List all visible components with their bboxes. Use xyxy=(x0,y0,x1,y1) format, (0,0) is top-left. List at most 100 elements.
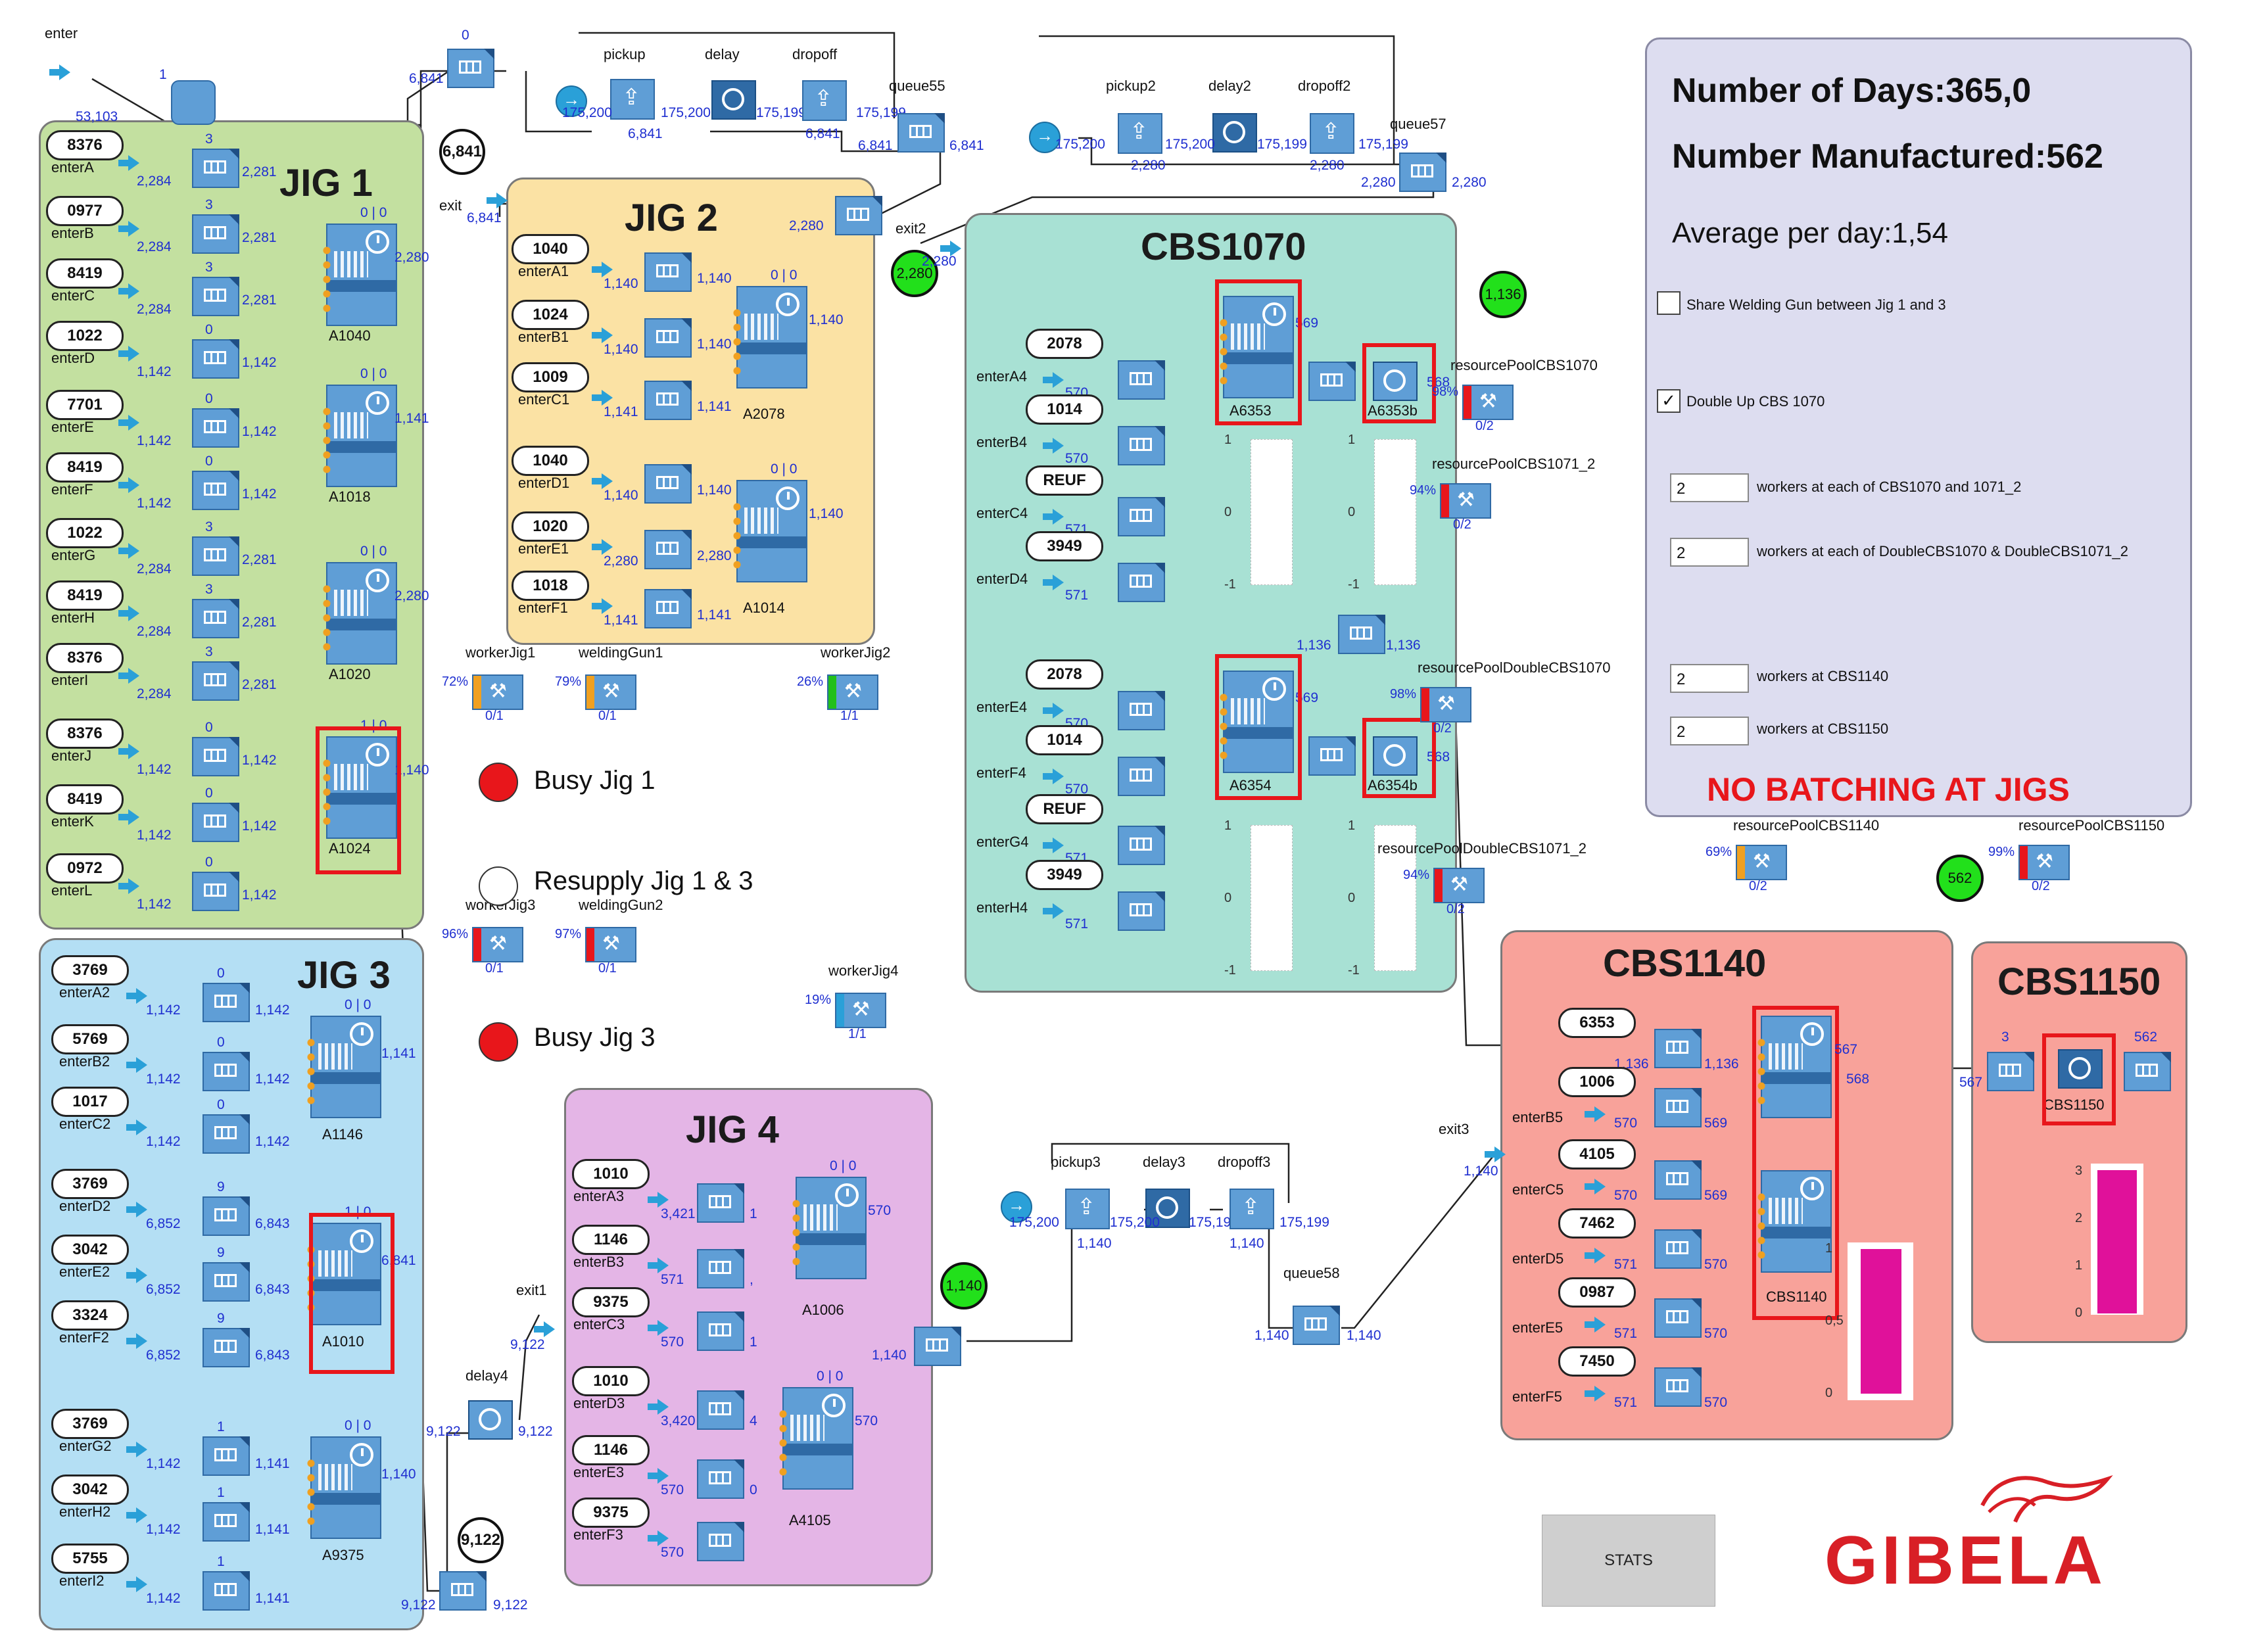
cbs1070-enter-arrow-icon-6[interactable] xyxy=(1043,838,1064,853)
cbs1070-queue-0[interactable] xyxy=(1118,360,1165,400)
jig1-queue-1[interactable] xyxy=(192,214,239,254)
cbs1070-enter-arrow-icon-2[interactable] xyxy=(1043,509,1064,525)
jig1-enter-arrow-icon-3[interactable] xyxy=(118,346,139,362)
pool-workerJig2-icon[interactable] xyxy=(827,674,878,710)
jig2-enter-arrow-icon-5[interactable] xyxy=(592,598,613,614)
jig1-queue-3[interactable] xyxy=(192,339,239,379)
jig1-enter-arrow-icon-9[interactable] xyxy=(118,743,139,759)
cbs1140-enter-arrow-icon-2[interactable] xyxy=(1585,1179,1606,1194)
jig1-enter-arrow-icon-0[interactable] xyxy=(118,155,139,171)
jig4-out-queue[interactable] xyxy=(914,1327,961,1366)
pool-workerJig1-icon[interactable] xyxy=(472,674,523,710)
jig4-enter-arrow-icon-0[interactable] xyxy=(648,1192,669,1208)
pool-weldingGun2-icon[interactable] xyxy=(585,927,636,962)
jig2-queue-5[interactable] xyxy=(644,589,692,628)
cbs1140-enter-arrow-icon-5[interactable] xyxy=(1585,1386,1606,1402)
jig3-enter-arrow-icon-5[interactable] xyxy=(126,1333,147,1349)
cbs1140-enter-arrow-icon-4[interactable] xyxy=(1585,1317,1606,1333)
jig3-enter-arrow-icon-0[interactable] xyxy=(126,988,147,1004)
workers-cbs1140-input[interactable]: 2 xyxy=(1670,664,1749,693)
jig1-enter-arrow-icon-5[interactable] xyxy=(118,477,139,493)
jig4-enter-arrow-icon-4[interactable] xyxy=(648,1468,669,1484)
cbs1070-enter-arrow-icon-1[interactable] xyxy=(1043,438,1064,454)
pool-workerJig3-icon[interactable] xyxy=(472,927,523,962)
cbs1070-transfer-queue-0[interactable] xyxy=(1308,362,1356,401)
jig4-queue-3[interactable] xyxy=(697,1390,744,1430)
cbs1070-queue-3[interactable] xyxy=(1118,563,1165,602)
top-queue[interactable] xyxy=(447,49,494,88)
jig2-queue-2[interactable] xyxy=(644,381,692,420)
cbs1140-queue-2[interactable] xyxy=(1654,1160,1702,1200)
jig1-queue-10[interactable] xyxy=(192,803,239,842)
cbs1070-combiner-1[interactable] xyxy=(1219,671,1294,773)
pickup-source-icon[interactable] xyxy=(556,85,587,117)
jig1-combiner-0[interactable] xyxy=(322,224,397,326)
cbs1070-queue-5[interactable] xyxy=(1118,757,1165,796)
exit3-arrow-icon[interactable] xyxy=(1485,1146,1506,1162)
dropoff3-block[interactable] xyxy=(1229,1189,1274,1229)
jig1-queue-5[interactable] xyxy=(192,471,239,510)
exit1-arrow-icon[interactable] xyxy=(534,1321,555,1337)
double-up-checkbox[interactable]: ✓ xyxy=(1657,389,1681,413)
enter-arrow-icon[interactable] xyxy=(49,64,70,80)
cbs1070-enter-arrow-icon-5[interactable] xyxy=(1043,768,1064,784)
jig2-queue-3[interactable] xyxy=(644,464,692,504)
exit2-arrow-icon[interactable] xyxy=(940,241,961,256)
pickup2-block[interactable] xyxy=(1118,113,1162,154)
jig4-combiner-1[interactable] xyxy=(778,1387,853,1490)
jig3-queue-5[interactable] xyxy=(203,1328,250,1367)
cbs1070-transfer-queue-1[interactable] xyxy=(1308,736,1356,776)
jig3-queue-1[interactable] xyxy=(203,1052,250,1091)
cbs1070-queue-4[interactable] xyxy=(1118,691,1165,730)
jig3-queue-0[interactable] xyxy=(203,983,250,1022)
cbs1140-queue-3[interactable] xyxy=(1654,1229,1702,1269)
jig2-enter-arrow-icon-3[interactable] xyxy=(592,473,613,489)
jig3-enter-arrow-icon-2[interactable] xyxy=(126,1120,147,1135)
cbs1070-delay-0[interactable] xyxy=(1373,362,1418,401)
jig2-out-queue[interactable] xyxy=(835,196,882,235)
delay2-block[interactable] xyxy=(1212,113,1257,153)
cbs1150-delay[interactable] xyxy=(2058,1049,2103,1089)
jig2-enter-arrow-icon-1[interactable] xyxy=(592,327,613,343)
cbs1070-queue-6[interactable] xyxy=(1118,826,1165,865)
jig3-enter-arrow-icon-3[interactable] xyxy=(126,1202,147,1217)
jig1-queue-8[interactable] xyxy=(192,661,239,701)
pool-double1070-icon[interactable] xyxy=(1420,687,1471,722)
jig2-enter-arrow-icon-0[interactable] xyxy=(592,262,613,277)
jig1-queue-6[interactable] xyxy=(192,536,239,576)
cbs1070-queue-7[interactable] xyxy=(1118,891,1165,931)
cbs1140-combiner-b[interactable] xyxy=(1757,1170,1832,1273)
cbs1070-enter-arrow-icon-7[interactable] xyxy=(1043,903,1064,919)
jig1-queue-9[interactable] xyxy=(192,737,239,776)
cbs1070-enter-arrow-icon-3[interactable] xyxy=(1043,575,1064,590)
jig3-enter-arrow-icon-7[interactable] xyxy=(126,1507,147,1523)
cbs1070-queue-2[interactable] xyxy=(1118,497,1165,536)
cbs1140-enter-arrow-icon-3[interactable] xyxy=(1585,1248,1606,1263)
pool-cbs1070-icon[interactable] xyxy=(1462,385,1514,420)
pool-double1071_2-icon[interactable] xyxy=(1433,868,1485,903)
queue55-block[interactable] xyxy=(897,113,945,153)
jig4-combiner-0[interactable] xyxy=(792,1177,867,1279)
cbs1140-queue-1[interactable] xyxy=(1654,1088,1702,1127)
jig1-enter-arrow-icon-6[interactable] xyxy=(118,543,139,559)
jig2-enter-arrow-icon-4[interactable] xyxy=(592,539,613,555)
pool-weldingGun1-icon[interactable] xyxy=(585,674,636,710)
jig3-enter-arrow-icon-6[interactable] xyxy=(126,1442,147,1457)
pickup3-source-icon[interactable] xyxy=(1001,1191,1032,1223)
jig1-queue-11[interactable] xyxy=(192,872,239,911)
jig2-queue-0[interactable] xyxy=(644,252,692,292)
jig3-queue-7[interactable] xyxy=(203,1502,250,1542)
jig1-enter-arrow-icon-10[interactable] xyxy=(118,809,139,825)
jig4-enter-arrow-icon-5[interactable] xyxy=(648,1530,669,1546)
cbs1070-delay-1[interactable] xyxy=(1373,736,1418,776)
queue58-block[interactable] xyxy=(1293,1306,1340,1345)
jig1-enter-arrow-icon-7[interactable] xyxy=(118,605,139,621)
jig2-combiner-0[interactable] xyxy=(732,286,807,389)
jig1-queue-2[interactable] xyxy=(192,277,239,316)
cbs1070-enter-arrow-icon-4[interactable] xyxy=(1043,703,1064,719)
pickup2-source-icon[interactable] xyxy=(1029,122,1061,153)
jig4-enter-arrow-icon-2[interactable] xyxy=(648,1320,669,1336)
jig1-queue-7[interactable] xyxy=(192,599,239,638)
cbs1150-in-queue[interactable] xyxy=(1987,1052,2034,1091)
cbs1070-queue-1[interactable] xyxy=(1118,426,1165,465)
